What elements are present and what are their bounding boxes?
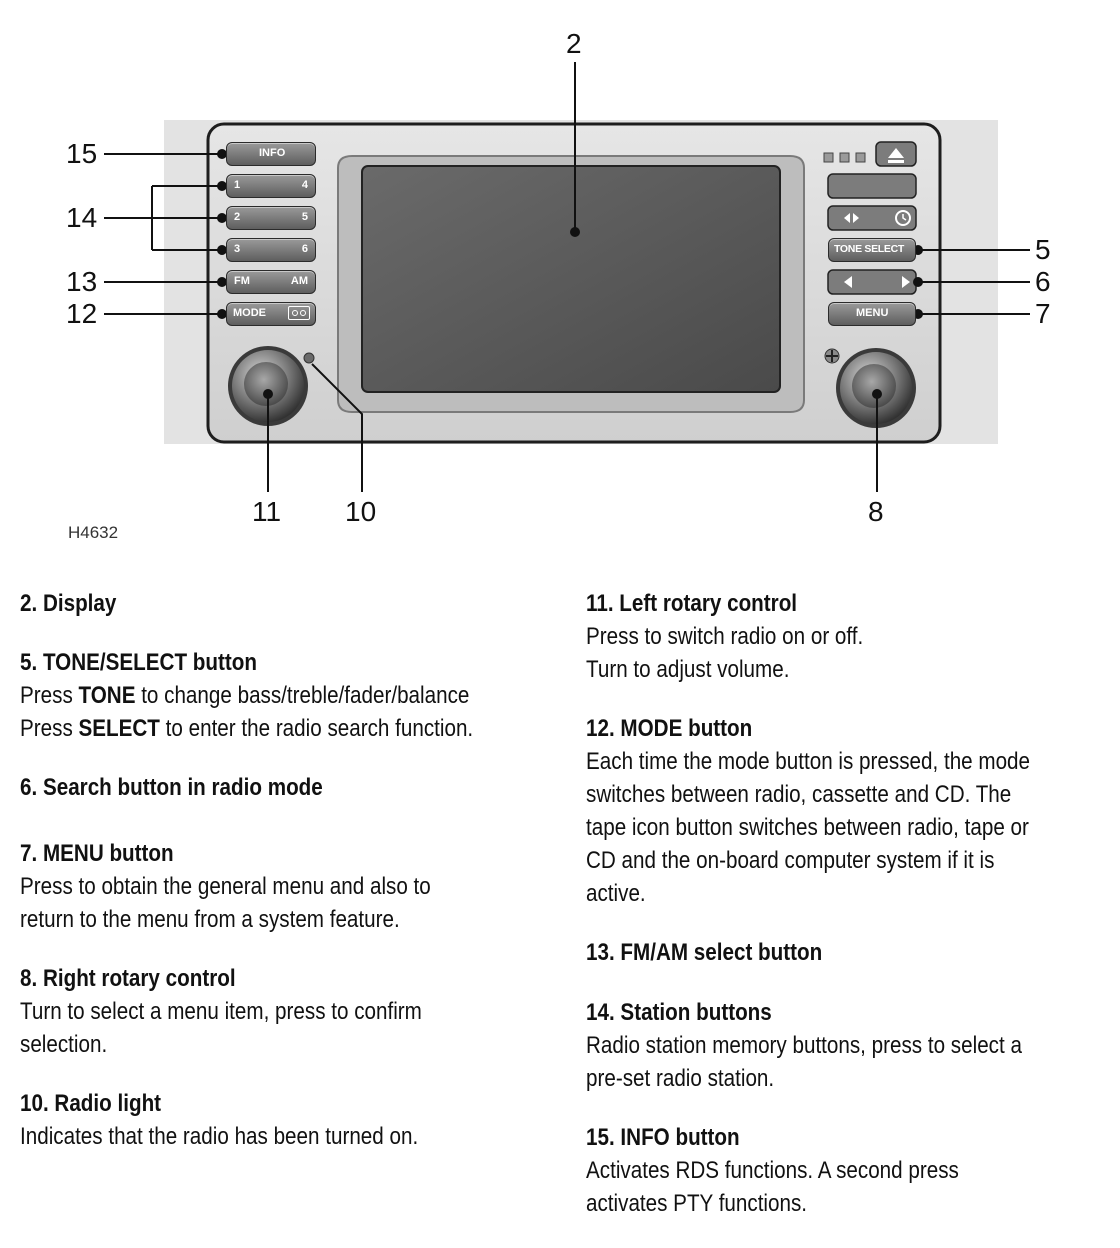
desc-line: selection. — [20, 1031, 108, 1058]
indicator-3 — [855, 152, 866, 163]
desc-line: activates PTY functions. — [586, 1190, 808, 1217]
desc-fm-am: 13. FM/AM select button — [586, 937, 1106, 969]
desc-tone-select-title: 5. TONE/SELECT button — [20, 649, 257, 676]
desc-tone-line: Press TONE to change bass/treble/fader/b… — [20, 679, 484, 712]
desc-line: Radio station memory buttons, press to s… — [586, 1032, 1022, 1059]
desc-select-line: Press SELECT to enter the radio search f… — [20, 712, 484, 745]
indicator-1 — [823, 152, 834, 163]
eject-button — [875, 141, 917, 167]
desc-left-rotary-title: 11. Left rotary control — [586, 590, 798, 617]
callout-10: 10 — [345, 496, 377, 527]
preset-6-label: 6 — [301, 243, 308, 255]
search-button — [827, 269, 917, 295]
preset-1-label: 1 — [234, 179, 241, 191]
preset-5-label: 5 — [301, 211, 308, 223]
desc-menu-title: 7. MENU button — [20, 840, 174, 867]
mode-label: MODE — [233, 307, 266, 319]
info-button[interactable]: INFO — [226, 142, 316, 166]
text-suffix: to enter the radio search function. — [159, 715, 474, 742]
callout-7: 7 — [1035, 298, 1051, 329]
preset-button-2-5[interactable]: 2 5 — [226, 206, 316, 230]
desc-line: Press to obtain the general menu and als… — [20, 873, 431, 900]
desc-line: CD and the on-board computer system if i… — [586, 847, 995, 874]
menu-button[interactable]: MENU — [828, 302, 916, 326]
leader-lines — [104, 62, 1030, 492]
text-suffix: to change bass/treble/fader/balance — [135, 682, 470, 709]
desc-search: 6. Search button in radio mode — [20, 772, 560, 804]
callout-13: 13 — [66, 266, 98, 297]
preset-3-label: 3 — [234, 243, 241, 255]
desc-line: tape icon button switches between radio,… — [586, 814, 1029, 841]
left-rotary-control — [228, 346, 308, 426]
preset-4-label: 4 — [301, 179, 308, 191]
preset-button-3-6[interactable]: 3 6 — [226, 238, 316, 262]
callout-8: 8 — [868, 496, 884, 527]
text-prefix: Press — [20, 715, 79, 742]
desc-station-title: 14. Station buttons — [586, 999, 772, 1026]
descriptions-right: 11. Left rotary control Press to switch … — [586, 588, 1106, 1220]
menu-label: MENU — [856, 307, 889, 319]
desc-line: return to the menu from a system feature… — [20, 906, 400, 933]
desc-right-rotary-title: 8. Right rotary control — [20, 965, 236, 992]
desc-menu: 7. MENU button Press to obtain the gener… — [20, 838, 560, 936]
mode-button[interactable]: MODE — [226, 302, 316, 326]
tape-icon — [288, 306, 310, 320]
descriptions-left: 2. Display 5. TONE/SELECT button Press T… — [20, 588, 560, 1153]
desc-line: Turn to select a menu item, press to con… — [20, 998, 422, 1025]
desc-radio-light-title: 10. Radio light — [20, 1090, 162, 1117]
preset-button-1-4[interactable]: 1 4 — [226, 174, 316, 198]
radio-illustration — [104, 62, 1030, 492]
desc-mode-title: 12. MODE button — [586, 715, 753, 742]
callout-15: 15 — [66, 138, 98, 169]
tone-select-button[interactable]: TONE SELECT — [828, 238, 916, 262]
desc-mode: 12. MODE button Each time the mode butto… — [586, 713, 1106, 910]
right-rotary-control — [836, 348, 916, 428]
desc-line: pre-set radio station. — [586, 1065, 775, 1092]
radio-light — [303, 352, 315, 364]
desc-line: Each time the mode button is pressed, th… — [586, 748, 1031, 775]
desc-search-title: 6. Search button in radio mode — [20, 774, 323, 801]
text-prefix: Press — [20, 682, 79, 709]
preset-2-label: 2 — [234, 211, 241, 223]
desc-line: Activates RDS functions. A second press — [586, 1157, 959, 1184]
desc-display-title: 2. Display — [20, 590, 117, 617]
desc-left-rotary: 11. Left rotary control Press to switch … — [586, 588, 1106, 686]
track-clock-button — [827, 205, 917, 231]
desc-info: 15. INFO button Activates RDS functions.… — [586, 1122, 1106, 1220]
indicator-2 — [839, 152, 850, 163]
desc-station: 14. Station buttons Radio station memory… — [586, 997, 1106, 1095]
info-button-label: INFO — [259, 147, 286, 159]
callout-2: 2 — [566, 28, 582, 59]
desc-display: 2. Display — [20, 588, 560, 620]
tone-select-label: TONE SELECT — [834, 243, 905, 255]
desc-line: Press to switch radio on or off. — [586, 623, 864, 650]
am-label: AM — [290, 275, 308, 287]
radio-diagram: INFO 1 4 2 5 3 6 FM AM MODE TONE SELECT … — [0, 0, 1120, 560]
fm-label: FM — [234, 275, 250, 287]
callout-5: 5 — [1035, 234, 1051, 265]
blank-button — [827, 173, 917, 199]
callout-6: 6 — [1035, 266, 1051, 297]
desc-line: active. — [586, 880, 646, 907]
desc-right-rotary: 8. Right rotary control Turn to select a… — [20, 963, 560, 1061]
fm-am-button[interactable]: FM AM — [226, 270, 316, 294]
desc-line: Indicates that the radio has been turned… — [20, 1123, 419, 1150]
tone-keyword: TONE — [78, 682, 136, 709]
display-screen — [361, 165, 781, 393]
desc-radio-light: 10. Radio light Indicates that the radio… — [20, 1088, 560, 1153]
desc-tone-select: 5. TONE/SELECT button Press TONE to chan… — [20, 647, 560, 745]
desc-fm-am-title: 13. FM/AM select button — [586, 939, 823, 966]
desc-line: switches between radio, cassette and CD.… — [586, 781, 1012, 808]
callout-11: 11 — [252, 496, 282, 527]
desc-line: Turn to adjust volume. — [586, 656, 790, 683]
callout-12: 12 — [66, 298, 98, 329]
desc-info-title: 15. INFO button — [586, 1124, 740, 1151]
select-keyword: SELECT — [78, 715, 160, 742]
callout-14: 14 — [66, 202, 98, 233]
figure-code: H4632 — [68, 523, 119, 542]
